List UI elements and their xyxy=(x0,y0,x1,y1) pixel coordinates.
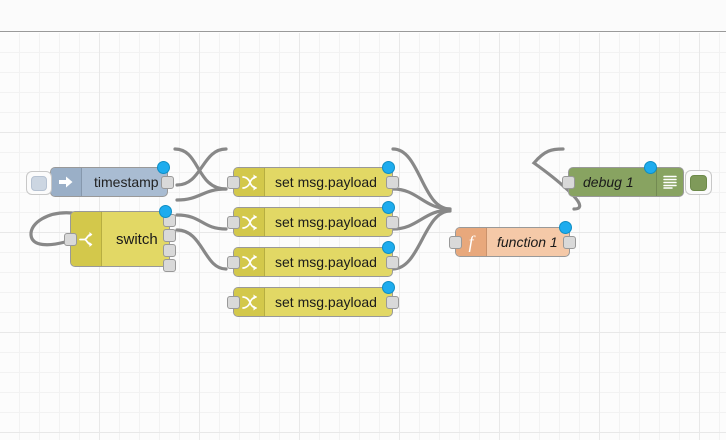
wire-change1-to-function xyxy=(391,147,452,211)
change-2-output-port[interactable] xyxy=(386,216,399,229)
inject-trigger-button[interactable] xyxy=(26,171,52,195)
svg-text:f: f xyxy=(468,232,476,252)
wire-change2-to-function xyxy=(391,187,452,211)
switch-input-port[interactable] xyxy=(64,233,77,246)
node-change-4[interactable]: set msg.payload xyxy=(227,281,399,317)
debug-input-port[interactable] xyxy=(562,176,575,189)
inject-button-glyph xyxy=(31,175,47,191)
editor-top-strip xyxy=(0,0,726,32)
node-inject-label: timestamp xyxy=(94,174,159,190)
wire-change3-to-function xyxy=(391,208,452,231)
node-function-1[interactable]: f function 1 xyxy=(449,221,576,257)
debug-lines-icon xyxy=(656,168,683,196)
wire-switch-out1-to-change1 xyxy=(175,147,228,187)
inject-status-dot xyxy=(157,161,170,174)
debug-enable-toggle[interactable] xyxy=(685,170,712,195)
change-3-status-dot xyxy=(382,241,395,254)
node-change-1[interactable]: set msg.payload xyxy=(227,161,399,197)
wire-switch-out3-to-change3 xyxy=(175,213,228,231)
inject-output-port[interactable] xyxy=(161,176,174,189)
node-change-1-label: set msg.payload xyxy=(275,174,377,190)
wire-switch-out2-to-change2 xyxy=(175,187,228,202)
function-input-port[interactable] xyxy=(449,236,462,249)
change-1-output-port[interactable] xyxy=(386,176,399,189)
wire-change4-to-function xyxy=(391,209,452,271)
function-status-dot xyxy=(559,221,572,234)
function-output-port[interactable] xyxy=(563,236,576,249)
node-switch-label: switch xyxy=(116,230,158,248)
node-debug-1[interactable]: debug 1 xyxy=(562,161,712,197)
change-3-input-port[interactable] xyxy=(227,256,240,269)
node-change-2-label: set msg.payload xyxy=(275,214,377,230)
flow-canvas[interactable]: timestamp switch xyxy=(0,33,726,440)
node-change-2[interactable]: set msg.payload xyxy=(227,201,399,237)
switch-output-port-4[interactable] xyxy=(163,259,176,272)
node-inject-timestamp[interactable]: timestamp xyxy=(26,161,174,197)
node-switch[interactable]: switch xyxy=(64,205,176,272)
wire-inject-to-change2 xyxy=(173,147,228,191)
change-2-input-port[interactable] xyxy=(227,216,240,229)
switch-output-port-2[interactable] xyxy=(163,229,176,242)
change-4-output-port[interactable] xyxy=(386,296,399,309)
node-change-3[interactable]: set msg.payload xyxy=(227,241,399,277)
change-3-output-port[interactable] xyxy=(386,256,399,269)
node-change-3-label: set msg.payload xyxy=(275,254,377,270)
change-2-status-dot xyxy=(382,201,395,214)
debug-status-dot xyxy=(644,161,657,174)
arrow-right-inject-icon xyxy=(51,168,82,196)
node-function-label: function 1 xyxy=(497,234,558,250)
change-1-status-dot xyxy=(382,161,395,174)
switch-status-dot xyxy=(159,205,172,218)
wire-switch-out4-to-change4 xyxy=(175,228,228,271)
change-4-input-port[interactable] xyxy=(227,296,240,309)
node-debug-label: debug 1 xyxy=(583,174,634,190)
change-1-input-port[interactable] xyxy=(227,176,240,189)
change-4-status-dot xyxy=(382,281,395,294)
node-change-4-label: set msg.payload xyxy=(275,294,377,310)
debug-toggle-glyph xyxy=(690,174,707,191)
switch-output-port-3[interactable] xyxy=(163,244,176,257)
